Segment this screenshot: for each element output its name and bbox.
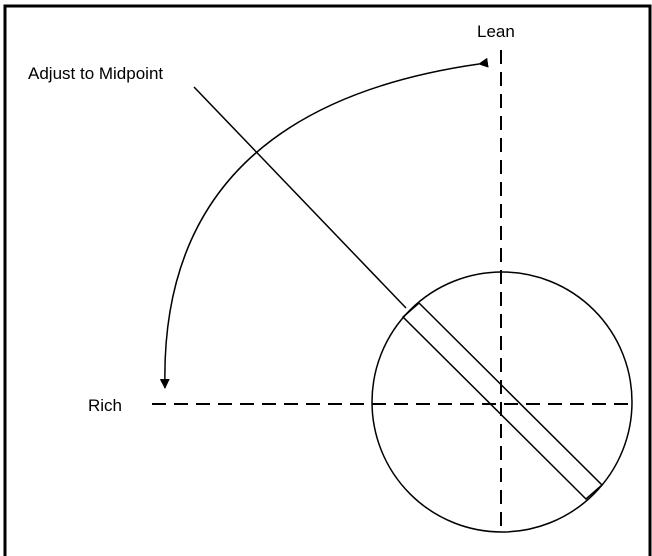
rich-label: Rich (88, 396, 122, 415)
adjust-midpoint-label: Adjust to Midpoint (28, 64, 163, 83)
screw-slot (401, 301, 604, 501)
adjustment-screw-head (371, 271, 633, 533)
frame-border (3, 4, 652, 556)
rotation-arc (159, 57, 489, 389)
lean-label: Lean (477, 22, 515, 41)
adjust-leader-line (193, 86, 407, 309)
